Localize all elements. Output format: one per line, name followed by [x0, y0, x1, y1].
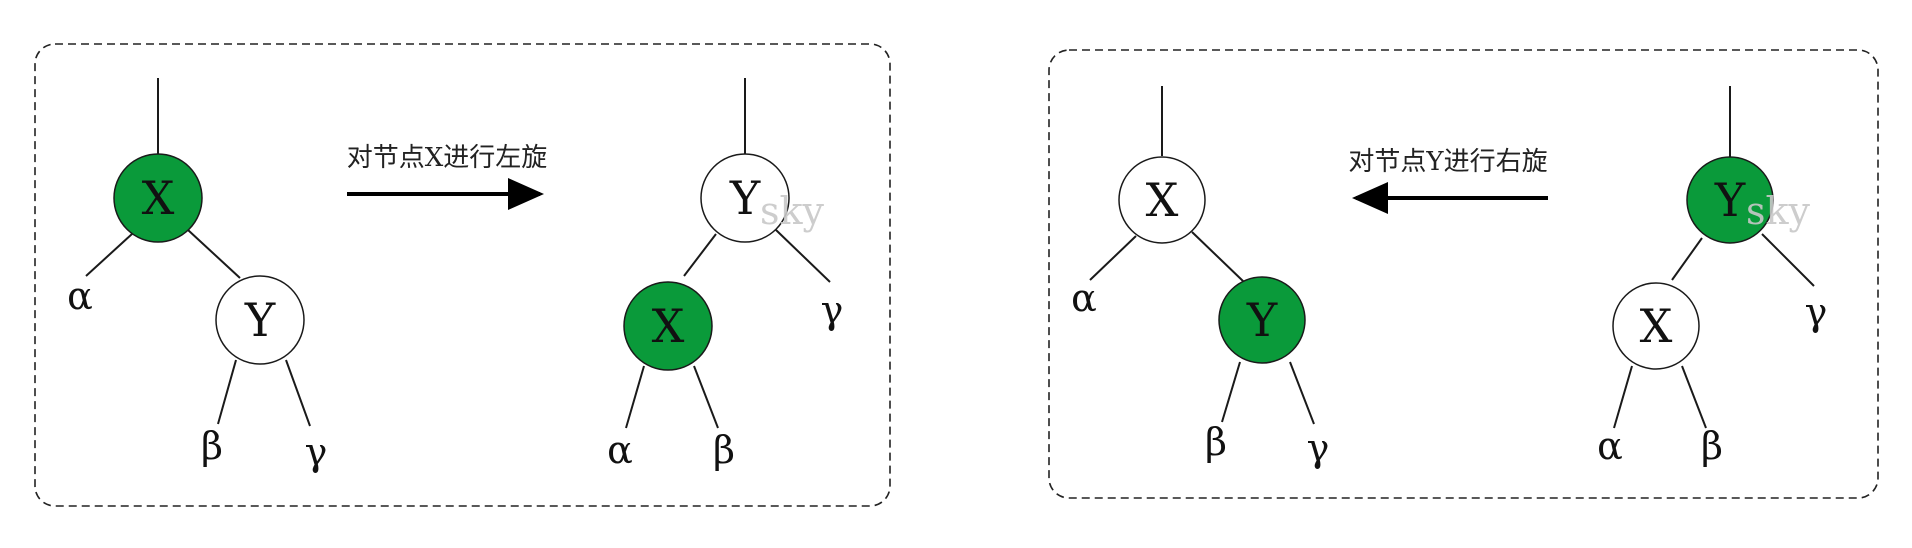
rotation-caption: 对节点Y进行右旋	[1348, 147, 1547, 177]
leaf-alpha: α	[607, 428, 633, 472]
edge-to-alpha	[85, 233, 133, 277]
leaf-gamma: γ	[821, 288, 844, 332]
edge-to-alpha	[625, 365, 645, 429]
leaf-beta: β	[201, 424, 223, 468]
node-child: X	[1612, 282, 1700, 370]
node-root: X	[113, 153, 203, 243]
tree-original-right-rotation: Y X γ α β sky	[1597, 86, 1827, 468]
leaf-alpha: α	[1071, 276, 1097, 320]
node-child: X	[623, 281, 713, 371]
watermark-text: sky	[760, 189, 825, 233]
node-child-label: Y	[244, 293, 276, 347]
leaf-alpha: α	[1597, 424, 1623, 468]
node-root: Y	[700, 153, 790, 243]
edge-to-beta	[1221, 361, 1241, 423]
leaf-beta: β	[713, 428, 735, 472]
edge-to-gamma	[285, 359, 311, 427]
leaf-alpha: α	[67, 274, 93, 318]
node-root-label: X	[1146, 173, 1179, 227]
panel-left-rotation: X Y α β γ 对节点X进行左旋 Y	[34, 43, 891, 507]
edge-to-gamma	[1289, 361, 1315, 425]
edge-to-child	[1191, 231, 1245, 283]
node-child-label: X	[1640, 299, 1673, 353]
edge-to-beta	[217, 359, 237, 425]
node-child-circle	[1218, 276, 1306, 364]
panel-right-rotation-border	[1048, 49, 1879, 499]
tree-after-left-rotation: Y X γ α β sky	[607, 78, 843, 472]
node-root-circle	[113, 153, 203, 243]
node-root-label: Y	[1714, 173, 1746, 227]
leaf-gamma: γ	[305, 430, 328, 474]
panel-right-rotation: X Y α β γ 对节点Y进行右旋 Y	[1048, 49, 1879, 499]
node-root-circle	[1686, 156, 1774, 244]
edge-to-child	[683, 233, 717, 277]
leaf-beta: β	[1205, 420, 1227, 464]
edge-to-alpha	[1613, 365, 1633, 429]
node-child: Y	[1218, 276, 1306, 364]
edge-to-child	[1671, 237, 1703, 281]
node-child: Y	[215, 275, 305, 365]
edge-to-child	[187, 229, 241, 279]
node-root-label: X	[142, 171, 175, 225]
tree-result-right-rotation: X Y α β γ	[1071, 86, 1329, 470]
node-child-label: X	[652, 299, 685, 353]
edge-to-gamma	[775, 229, 831, 283]
edge-to-alpha	[1089, 235, 1137, 281]
leaf-gamma: γ	[1805, 290, 1828, 334]
watermark-text: sky	[1746, 189, 1811, 233]
panel-left-rotation-border	[34, 43, 891, 507]
node-root-circle	[1118, 156, 1206, 244]
edge-to-beta	[1681, 365, 1707, 429]
rotation-caption: 对节点X进行左旋	[347, 143, 548, 173]
node-root-label: Y	[729, 171, 761, 225]
node-root-circle	[700, 153, 790, 243]
edge-to-gamma	[1761, 233, 1815, 287]
edge-to-beta	[693, 365, 719, 429]
leaf-beta: β	[1701, 424, 1723, 468]
tree-before-left-rotation: X Y α β γ	[67, 78, 327, 474]
node-child-circle	[1612, 282, 1700, 370]
node-child-circle	[215, 275, 305, 365]
node-child-label: Y	[1246, 293, 1278, 347]
node-child-circle	[623, 281, 713, 371]
node-root: X	[1118, 156, 1206, 244]
leaf-gamma: γ	[1307, 426, 1330, 470]
node-root: Y	[1686, 156, 1774, 244]
